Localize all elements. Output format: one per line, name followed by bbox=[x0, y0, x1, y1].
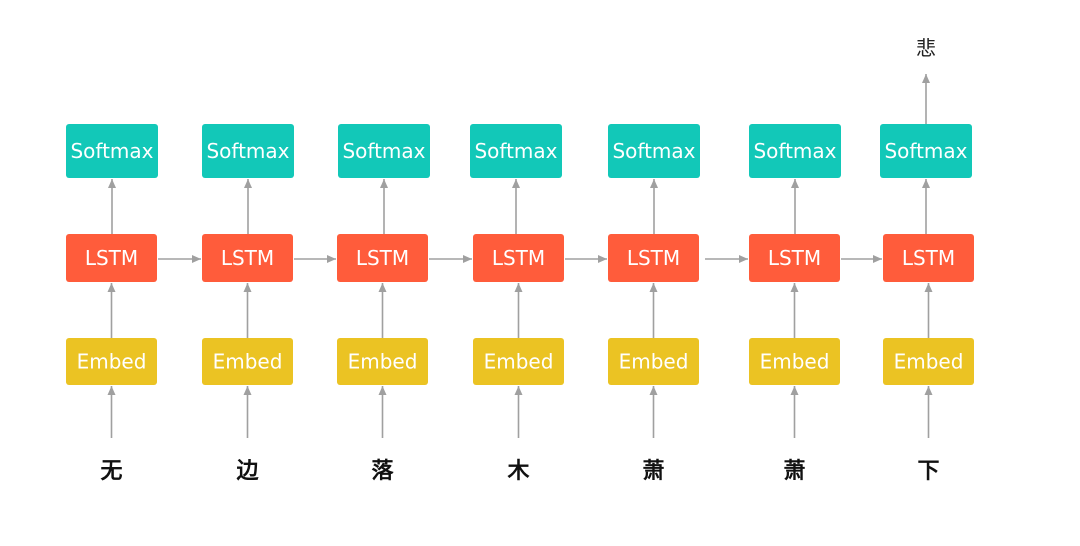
embed-box-3 bbox=[337, 338, 428, 385]
output-char: 悲 bbox=[916, 36, 936, 60]
lstm-box-1-label: LSTM bbox=[85, 246, 138, 270]
softmax-box-2-label: Softmax bbox=[206, 139, 289, 163]
softmax-box-5-label: Softmax bbox=[612, 139, 695, 163]
embed-box-7 bbox=[883, 338, 974, 385]
lstm-box-3 bbox=[337, 234, 428, 282]
lstm-box-1 bbox=[66, 234, 157, 282]
softmax-box-6-label: Softmax bbox=[753, 139, 836, 163]
input-char-7: 下 bbox=[917, 459, 939, 484]
lstm-box-5-label: LSTM bbox=[627, 246, 680, 270]
softmax-box-1 bbox=[66, 124, 158, 178]
lstm-box-3-label: LSTM bbox=[356, 246, 409, 270]
embed-box-5-label: Embed bbox=[619, 350, 689, 374]
embed-box-1 bbox=[66, 338, 157, 385]
lstm-box-2 bbox=[202, 234, 293, 282]
softmax-box-4 bbox=[470, 124, 562, 178]
input-char-3: 落 bbox=[371, 459, 394, 484]
lstm-box-5 bbox=[608, 234, 699, 282]
embed-box-2-label: Embed bbox=[213, 350, 283, 374]
softmax-box-2 bbox=[202, 124, 294, 178]
input-char-2: 边 bbox=[235, 459, 259, 484]
embed-box-3-label: Embed bbox=[348, 350, 418, 374]
lstm-box-4-label: LSTM bbox=[492, 246, 545, 270]
input-char-1: 无 bbox=[100, 459, 122, 484]
input-char-4: 木 bbox=[506, 459, 530, 484]
softmax-box-7-label: Softmax bbox=[884, 139, 967, 163]
softmax-box-6 bbox=[749, 124, 841, 178]
embed-box-6-label: Embed bbox=[760, 350, 830, 374]
boxes-layer bbox=[66, 124, 974, 385]
lstm-box-6-label: LSTM bbox=[768, 246, 821, 270]
softmax-box-1-label: Softmax bbox=[70, 139, 153, 163]
softmax-box-3 bbox=[338, 124, 430, 178]
lstm-box-4 bbox=[473, 234, 564, 282]
softmax-box-3-label: Softmax bbox=[342, 139, 425, 163]
lstm-box-6 bbox=[749, 234, 840, 282]
lstm-box-7 bbox=[883, 234, 974, 282]
arrows-layer bbox=[107, 74, 933, 438]
embed-box-6 bbox=[749, 338, 840, 385]
lstm-box-7-label: LSTM bbox=[902, 246, 955, 270]
embed-box-2 bbox=[202, 338, 293, 385]
embed-box-4-label: Embed bbox=[484, 350, 554, 374]
embed-box-7-label: Embed bbox=[894, 350, 964, 374]
embed-box-1-label: Embed bbox=[77, 350, 147, 374]
input-char-6: 萧 bbox=[783, 459, 805, 484]
softmax-box-7 bbox=[880, 124, 972, 178]
input-char-5: 萧 bbox=[642, 459, 664, 484]
embed-box-5 bbox=[608, 338, 699, 385]
lstm-box-2-label: LSTM bbox=[221, 246, 274, 270]
softmax-box-4-label: Softmax bbox=[474, 139, 557, 163]
embed-box-4 bbox=[473, 338, 564, 385]
softmax-box-5 bbox=[608, 124, 700, 178]
